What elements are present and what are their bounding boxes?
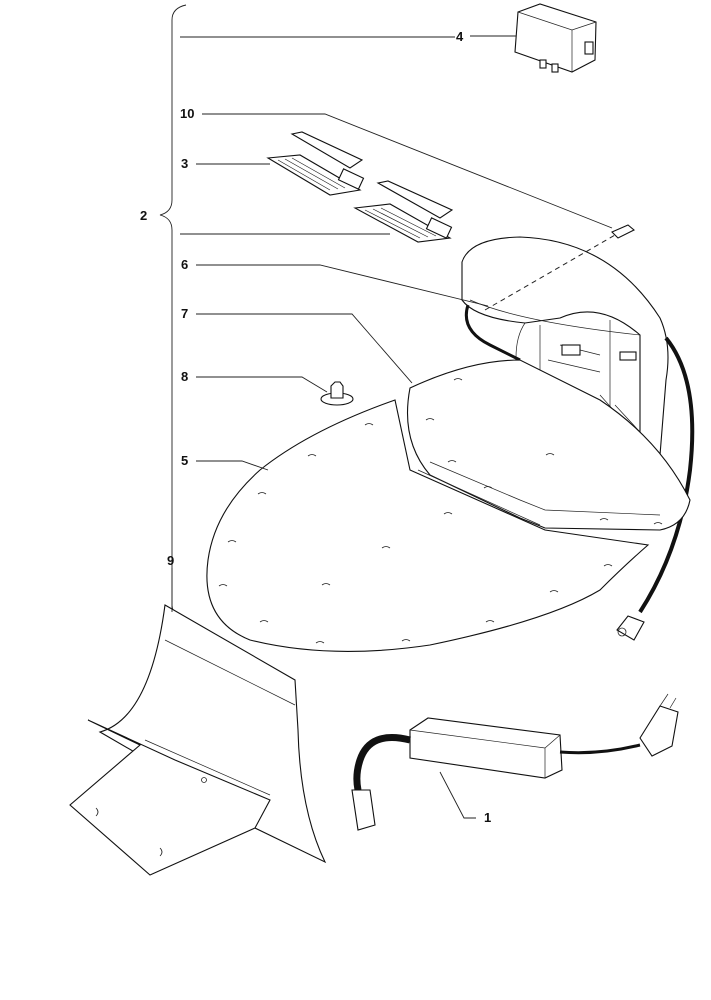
leader-8	[196, 376, 328, 393]
part-1-power-supply	[351, 693, 679, 831]
callout-3: 3	[181, 156, 188, 171]
callout-1: 1	[484, 810, 491, 825]
callout-10: 10	[180, 106, 194, 121]
part-3-contact-plate-b	[353, 180, 454, 243]
fastener-marks	[218, 378, 663, 644]
cable-connector	[616, 615, 645, 641]
leader-5	[196, 460, 269, 471]
callout-2: 2	[140, 208, 147, 223]
callout-7: 7	[181, 306, 188, 321]
leader-1	[439, 771, 476, 819]
part-7-charging-plate	[407, 359, 691, 531]
leader-7	[196, 313, 413, 384]
part-5-ground-plate	[206, 399, 650, 652]
callout-6: 6	[181, 257, 188, 272]
callout-4: 4	[456, 29, 464, 44]
callout-9: 9	[167, 553, 174, 568]
dashed-guide	[484, 234, 616, 311]
part-8-peg	[320, 381, 354, 406]
station-cable	[638, 336, 695, 614]
part-10-clip	[611, 224, 635, 239]
callout-5: 5	[181, 453, 188, 468]
leader-10	[202, 113, 613, 229]
part-9-ramp	[69, 604, 327, 876]
callout-8: 8	[181, 369, 188, 384]
leader-6	[196, 264, 489, 307]
part-3-contact-plate-a	[266, 131, 365, 196]
part-4-control-box	[514, 3, 597, 73]
part-6-station-housing	[461, 236, 669, 456]
station-cable-inner	[464, 304, 521, 362]
